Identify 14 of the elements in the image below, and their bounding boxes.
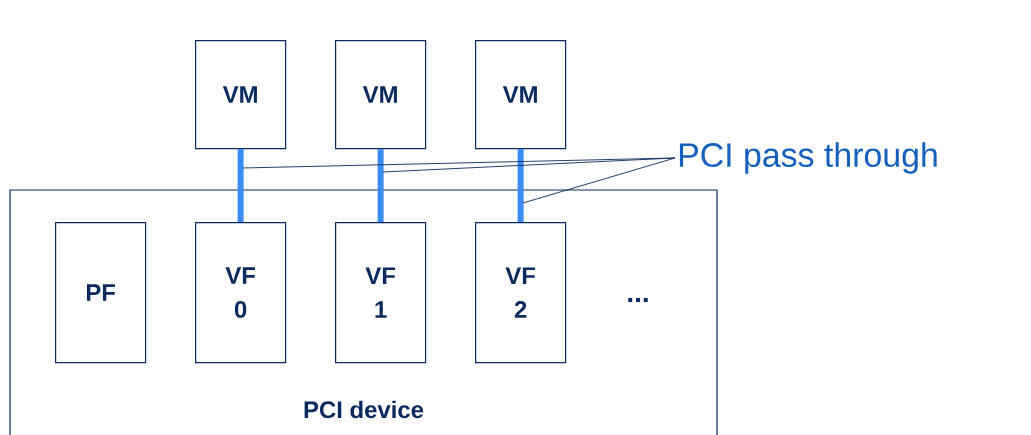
function-box: VM — [195, 40, 287, 150]
leader-line — [522, 157, 676, 204]
function-box: VF 1 — [335, 222, 427, 364]
leader-line — [382, 157, 676, 173]
function-box: VF 0 — [195, 222, 287, 364]
function-box: VM — [475, 40, 567, 150]
function-box: PF — [55, 222, 147, 364]
connector-bar — [237, 149, 244, 222]
function-box: VM — [335, 40, 427, 150]
function-box: VF 2 — [475, 222, 567, 364]
callout-text: PCI pass through — [679, 142, 937, 174]
connector-bar — [517, 149, 524, 222]
ellipsis: ... — [628, 297, 648, 303]
connector-bar — [377, 149, 384, 222]
